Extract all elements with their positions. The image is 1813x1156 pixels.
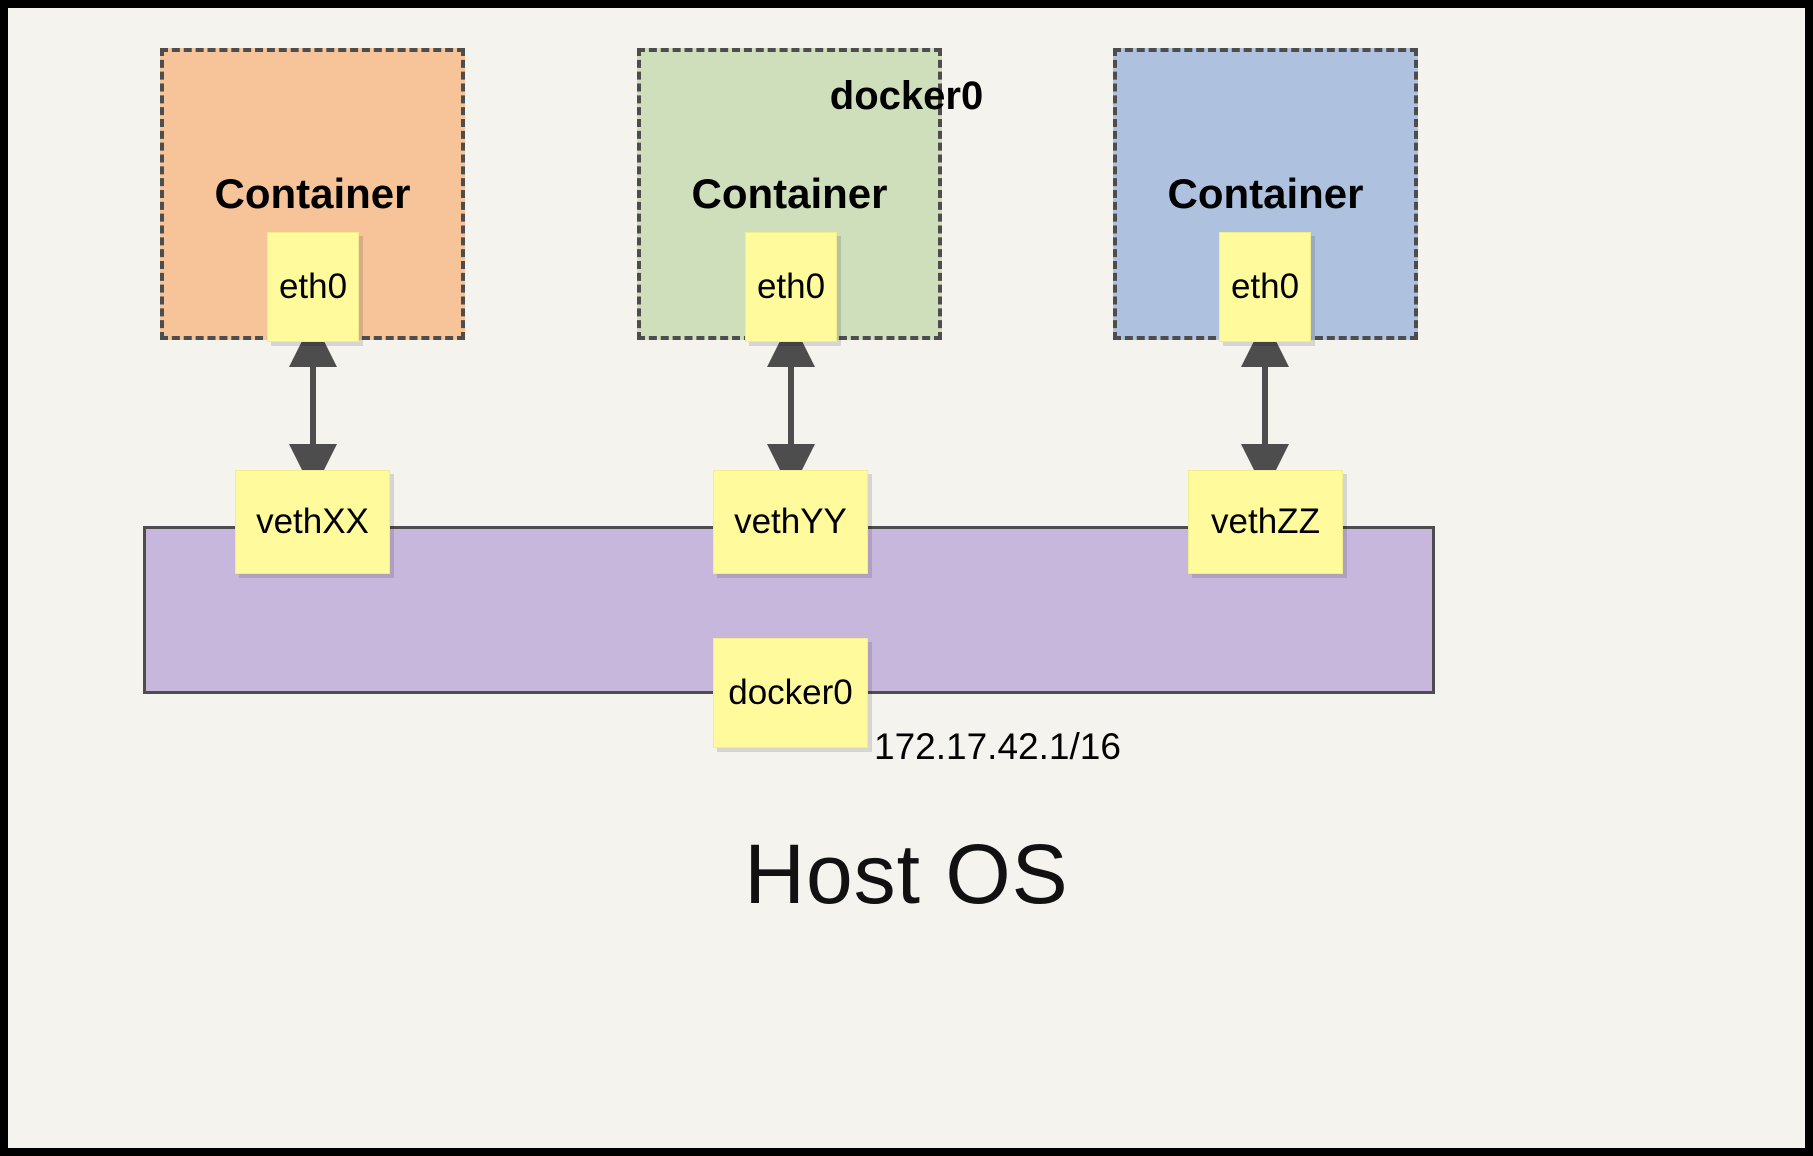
container-label-3: Container (1167, 170, 1364, 217)
container-box-2[interactable]: Container (637, 48, 942, 340)
docker0-ip-label: 172.17.42.1/16 (874, 726, 1121, 767)
host-os-caption: Host OS (744, 827, 1069, 921)
arrow-layer (289, 319, 1289, 492)
docker0-bridge-label: docker0 (829, 74, 984, 118)
diagram-canvas: Container eth0 Container eth0 Container … (8, 8, 1805, 1148)
veth-xx-box[interactable]: vethXX (235, 470, 390, 574)
container-label-1: Container (214, 170, 411, 217)
eth0-interface-1[interactable]: eth0 (267, 232, 359, 342)
veth-yy-box[interactable]: vethYY (713, 470, 868, 574)
container-label-2: Container (691, 170, 888, 217)
docker0-interface-note[interactable]: docker0 (713, 638, 868, 748)
eth0-interface-2[interactable]: eth0 (745, 232, 837, 342)
eth0-interface-3[interactable]: eth0 (1219, 232, 1311, 342)
veth-zz-box[interactable]: vethZZ (1188, 470, 1343, 574)
